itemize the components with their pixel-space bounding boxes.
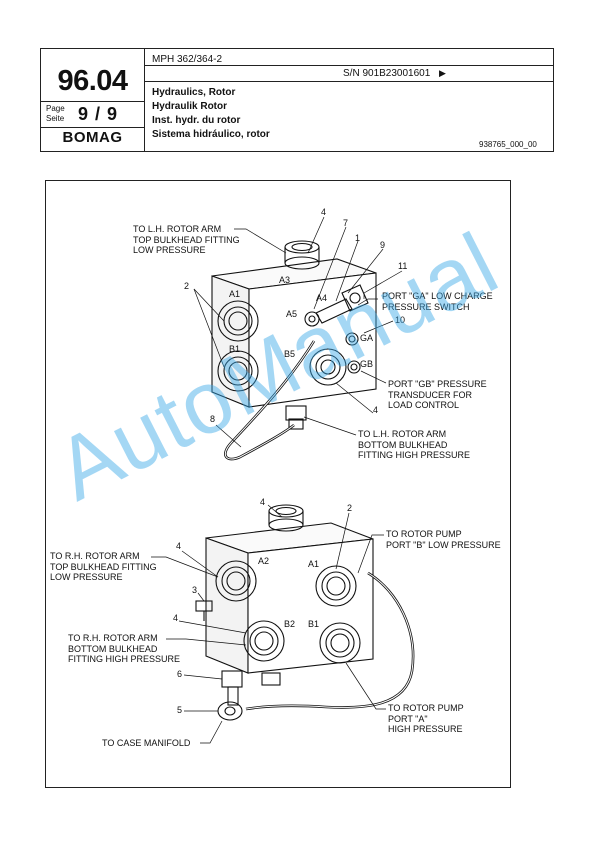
page-label: Page Seite xyxy=(46,104,65,124)
item-number: 4 xyxy=(321,207,327,217)
callout-top-lh-arm: TO L.H. ROTOR ARM TOP BULKHEAD FITTING L… xyxy=(133,224,240,255)
port-mark-a4: A4 xyxy=(316,293,328,303)
header-divider xyxy=(144,81,554,82)
header-block: 96.04 Page Seite 9 / 9 BOMAG MPH 362/364… xyxy=(40,48,554,152)
item-number: 4 xyxy=(173,613,179,623)
item-number: 4 xyxy=(176,541,182,551)
page-label-de: Seite xyxy=(46,114,65,123)
title-german: Hydraulik Rotor xyxy=(152,101,228,112)
port-mark-b2: B2 xyxy=(284,619,296,629)
callout-port-gb: PORT "GB" PRESSURE TRANSDUCER FOR LOAD C… xyxy=(388,379,487,410)
item-number: 6 xyxy=(177,669,183,679)
model-designation: MPH 362/364-2 xyxy=(152,54,223,65)
callout-pump-port-a: TO ROTOR PUMP PORT "A" HIGH PRESSURE xyxy=(388,703,464,734)
item-number: 1 xyxy=(355,233,361,243)
callout-bottom-lh-arm: TO L.H. ROTOR ARM BOTTOM BULKHEAD FITTIN… xyxy=(358,429,471,460)
title-english: Hydraulics, Rotor xyxy=(152,87,236,98)
serial-arrow-icon: ▶ xyxy=(439,68,446,78)
title-spanish: Sistema hidráulico, rotor xyxy=(152,129,270,140)
item-number: 4 xyxy=(373,405,379,415)
port-mark-a2: A2 xyxy=(258,556,270,566)
callout-pump-port-b: TO ROTOR PUMP PORT "B" LOW PRESSURE xyxy=(386,529,501,550)
callout-port-ga: PORT "GA" LOW CHARGE PRESSURE SWITCH xyxy=(382,291,493,312)
page-value: 9 / 9 xyxy=(78,104,119,124)
bomag-logo: BOMAG xyxy=(62,129,123,146)
item-number: 2 xyxy=(347,503,353,513)
port-mark-a5: A5 xyxy=(286,309,298,319)
callout-bottom-rh-arm: TO R.H. ROTOR ARM BOTTOM BULKHEAD FITTIN… xyxy=(68,633,181,664)
port-mark-b5: B5 xyxy=(284,349,296,359)
page-label-en: Page xyxy=(46,104,65,113)
page-row: Page Seite 9 / 9 xyxy=(41,101,144,128)
title-french: Inst. hydr. du rotor xyxy=(152,115,241,126)
lower-valve-block xyxy=(195,504,415,721)
item-number: 4 xyxy=(260,497,266,507)
item-number: 5 xyxy=(177,705,183,715)
callout-case-manifold: TO CASE MANIFOLD xyxy=(102,738,191,748)
figure-frame: A3 A1 B1 A5 A4 B5 GA GB A2 A1 B2 B1 TO L… xyxy=(45,180,511,788)
hydraulic-diagram-art xyxy=(151,216,415,744)
port-mark-b1: B1 xyxy=(229,344,241,354)
item-number: 8 xyxy=(210,414,216,424)
port-mark-a1-lower: A1 xyxy=(308,559,320,569)
upper-valve-block xyxy=(211,240,377,461)
port-mark-a3: A3 xyxy=(279,275,291,285)
figure-number: 938765_000_00 xyxy=(479,140,537,149)
port-mark-ga: GA xyxy=(360,333,374,343)
callout-top-rh-arm: TO R.H. ROTOR ARM TOP BULKHEAD FITTING L… xyxy=(50,551,157,582)
item-number: 11 xyxy=(398,261,408,271)
item-number: 2 xyxy=(184,281,190,291)
header-left-panel: 96.04 Page Seite 9 / 9 BOMAG xyxy=(41,49,145,151)
section-number: 96.04 xyxy=(57,65,128,97)
port-mark-b1-lower: B1 xyxy=(308,619,320,629)
item-number: 9 xyxy=(380,240,386,250)
serial-number: S/N 901B23001601 xyxy=(343,68,431,79)
item-number: 10 xyxy=(395,315,406,325)
port-mark-gb: GB xyxy=(360,359,374,369)
header-divider xyxy=(144,65,554,66)
port-mark-a1: A1 xyxy=(229,289,241,299)
item-number: 7 xyxy=(343,218,349,228)
item-number: 3 xyxy=(192,585,198,595)
leader-lines xyxy=(151,216,403,744)
